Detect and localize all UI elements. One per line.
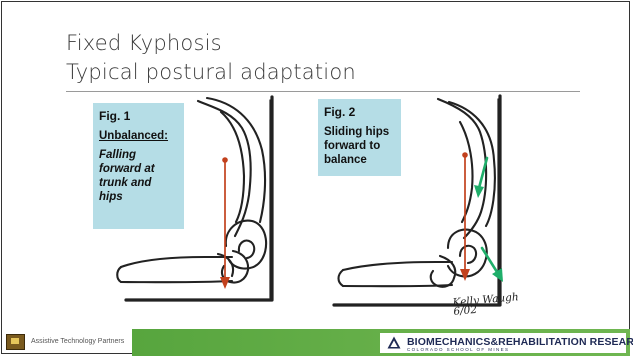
fig2-thigh (343, 262, 452, 286)
atp-logo-icon (6, 334, 25, 350)
atp-org-name: Assistive Technology Partners (31, 338, 124, 346)
footer-left-logo: Assistive Technology Partners (6, 333, 124, 351)
fig2-description: Sliding hips forward to balance (324, 125, 395, 167)
fig2-label-box: Fig. 2 Sliding hips forward to balance (318, 99, 401, 176)
fig1-title: Fig. 1 (99, 109, 178, 123)
fig2-gravity-line (460, 152, 470, 281)
fig2-title: Fig. 2 (324, 105, 395, 119)
brr-logo: BIOMECHANICS&REHABILITATION RESEARCH COL… (380, 333, 626, 353)
fig1-thigh (121, 257, 232, 282)
fig1-label-box: Fig. 1 Unbalanced: Falling forward at tr… (93, 103, 184, 229)
brr-subtitle: COLORADO SCHOOL OF MINES (407, 347, 509, 352)
fig1-heading: Unbalanced: (99, 129, 178, 143)
triangle-logo-icon (387, 336, 401, 349)
fig1-description: Falling forward at trunk and hips (99, 148, 178, 204)
